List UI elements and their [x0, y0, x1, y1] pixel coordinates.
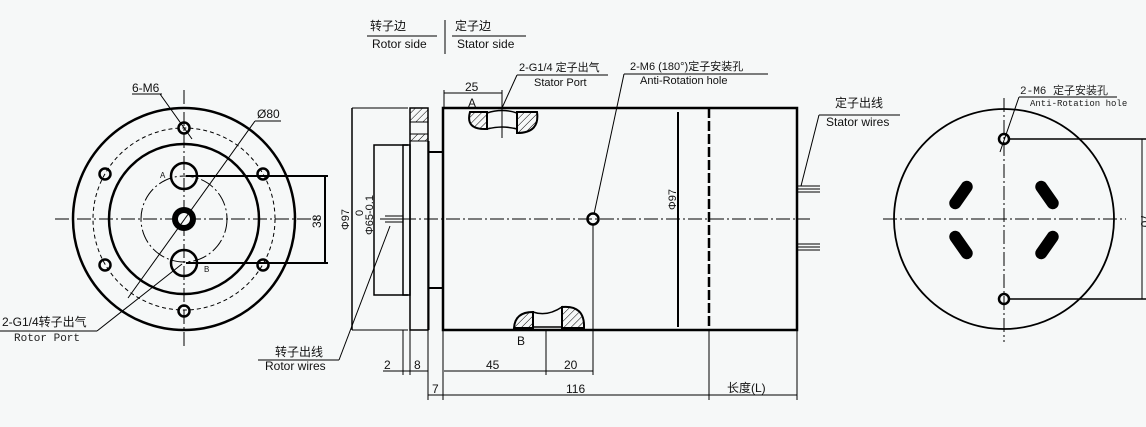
rotor-port-en: Rotor Port [14, 333, 80, 345]
stator-side-en: Stator side [457, 37, 515, 51]
anti-rotation-en: Anti-Rotation hole [640, 75, 727, 87]
stator-hole-en: Anti-Rotation hole [1030, 99, 1127, 109]
body [441, 106, 799, 332]
stator-side-cn: 定子边 [455, 18, 491, 33]
rotor-port-cn: 2-G1/4转子出气 [2, 314, 87, 329]
anti-rotation-hole [586, 212, 600, 226]
dim-2: 2 [384, 358, 391, 372]
rotor-wires [385, 215, 403, 223]
rotor-end-view: A B 38 6-M6 Ø80 2-G1/4转子出气 Rotor Port [0, 81, 328, 348]
dim-7: 7 [432, 382, 439, 396]
stator-wires [797, 185, 820, 251]
port-b-label: B [204, 265, 209, 274]
bolt-label: 6-M6 [132, 81, 160, 95]
dim-8: 8 [414, 358, 421, 372]
rotor-wires-en: Rotor wires [265, 359, 326, 373]
side-port-b: B [517, 334, 525, 348]
stator-port-cn: 2-G1/4 定子出气 [519, 60, 600, 74]
port-a-label: A [160, 171, 166, 180]
anti-rotation-cn: 2-M6 (180°)定子安装孔 [630, 59, 743, 73]
stator-port-en: Stator Port [534, 77, 587, 89]
dim-70: 70 [1138, 214, 1146, 228]
rotor-wires-cn: 转子出线 [275, 344, 323, 359]
stator-wires-cn: 定子出线 [835, 95, 883, 110]
dim-dia65: Φ65-0.1 [364, 195, 376, 235]
bolt-holes [98, 121, 270, 318]
dim-length: 长度(L) [727, 380, 766, 395]
stator-hole-cn: 2-M6 定子安装孔 [1020, 83, 1108, 98]
dim-dia97-left: Φ97 [340, 209, 352, 230]
dim-45: 45 [486, 358, 500, 372]
stator-end-view: 70 2-M6 定子安装孔 Anti-Rotation hole [883, 83, 1146, 342]
rotor-side-cn: 转子边 [370, 18, 406, 33]
dim-tolerance: 0 [354, 210, 366, 216]
side-port-a: A [468, 96, 476, 110]
rotor-side-en: Rotor side [372, 37, 427, 51]
dim-116: 116 [566, 382, 585, 396]
dia80-label: Ø80 [257, 107, 280, 121]
dim-38: 38 [310, 214, 324, 228]
dim-dia97-body: Φ97 [667, 189, 679, 210]
dim-25: 25 [465, 80, 479, 94]
dim-20: 20 [564, 358, 578, 372]
stator-wires-en: Stator wires [826, 115, 889, 129]
side-legend: 转子边 Rotor side 定子边 Stator side [367, 18, 526, 54]
side-view: Φ97 0 Φ65-0.1 Φ97 25 A 2-G1/4 定子出气 Stato… [258, 59, 900, 400]
wire-slots [949, 180, 1059, 260]
